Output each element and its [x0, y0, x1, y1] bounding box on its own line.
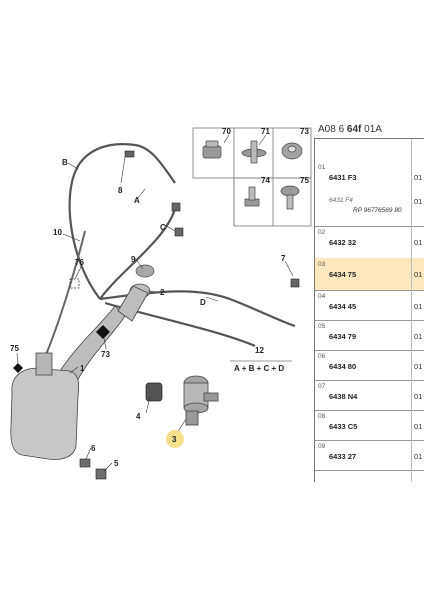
leader-lines [16, 134, 294, 472]
part-row-05[interactable]: 05 6434 79 01 [315, 320, 424, 351]
part-row-08[interactable]: 08 6433 C5 01 [315, 410, 424, 441]
hose-10 [44, 230, 86, 358]
callout-10: 10 [53, 228, 62, 237]
part-row-03[interactable]: 03 6434 75 01 [315, 258, 424, 291]
callout-6: 6 [91, 444, 96, 453]
clip-70-icon [202, 140, 222, 159]
dashed-detail-76 [69, 278, 80, 289]
part-row-07[interactable]: 07 6438 N4 01 [315, 380, 424, 411]
rivet-75-icon [280, 185, 300, 210]
ref-prefix: A08 6 [318, 124, 345, 135]
ref-suffix: 01A [364, 124, 382, 135]
exploded-view-diagram: 70 71 73 74 75 8 B A C 10 9 2 D 7 76 73 … [10, 127, 312, 480]
part-row-06[interactable]: 06 6434 80 01 [315, 350, 424, 381]
callout-70: 70 [222, 127, 231, 136]
callout-4: 4 [136, 412, 141, 421]
callout-71: 71 [261, 127, 270, 136]
highlight-callout-circle [166, 430, 184, 448]
callout-3: 3 [172, 435, 177, 444]
callout-8: 8 [118, 186, 123, 195]
diagram-reference: A08 6 64f 01A [318, 124, 382, 135]
qty-column-divider [411, 139, 412, 482]
washer-pump [183, 375, 219, 426]
part-row-02[interactable]: 02 6432 32 01 [315, 226, 424, 259]
callout-73: 73 [101, 350, 110, 359]
label-a: A [134, 196, 140, 205]
pump-seal [145, 382, 163, 402]
washer-hoses [68, 143, 296, 348]
callout-73-inset: 73 [300, 127, 309, 136]
washer-reservoir [10, 352, 80, 460]
callout-1: 1 [80, 364, 85, 373]
callout-75: 75 [10, 344, 19, 353]
grommet-73-icon [281, 142, 303, 160]
ref-group: 64f [346, 124, 362, 135]
callout-12: 12 [255, 346, 264, 355]
callout-76: 76 [75, 258, 84, 267]
formula-label: A + B + C + D [234, 364, 284, 373]
clips-5-6 [79, 458, 107, 480]
part-row-09[interactable]: 09 6433 27 01 [315, 440, 424, 471]
hose-ends [124, 150, 300, 288]
part-row-01[interactable]: 01 6431 F3 01 6431 F4 01 RP 96776569 80 [315, 161, 424, 227]
markers [13, 325, 110, 373]
callout-7: 7 [281, 254, 286, 263]
callout-9: 9 [131, 255, 136, 264]
filler-neck [59, 283, 151, 384]
callout-74: 74 [261, 176, 270, 185]
parts-list: 01 6431 F3 01 6431 F4 01 RP 96776569 80 … [314, 138, 424, 482]
filler-cap [135, 264, 155, 278]
callout-2: 2 [160, 288, 165, 297]
screw-74-icon [244, 186, 260, 207]
part-row-04[interactable]: 04 6434 45 01 [315, 290, 424, 321]
callout-75-inset: 75 [300, 176, 309, 185]
clip-71-icon [241, 140, 267, 164]
label-b: B [62, 158, 68, 167]
label-c: C [160, 223, 166, 232]
callout-5: 5 [114, 459, 119, 468]
label-d: D [200, 298, 206, 307]
fastener-inset [192, 127, 312, 227]
